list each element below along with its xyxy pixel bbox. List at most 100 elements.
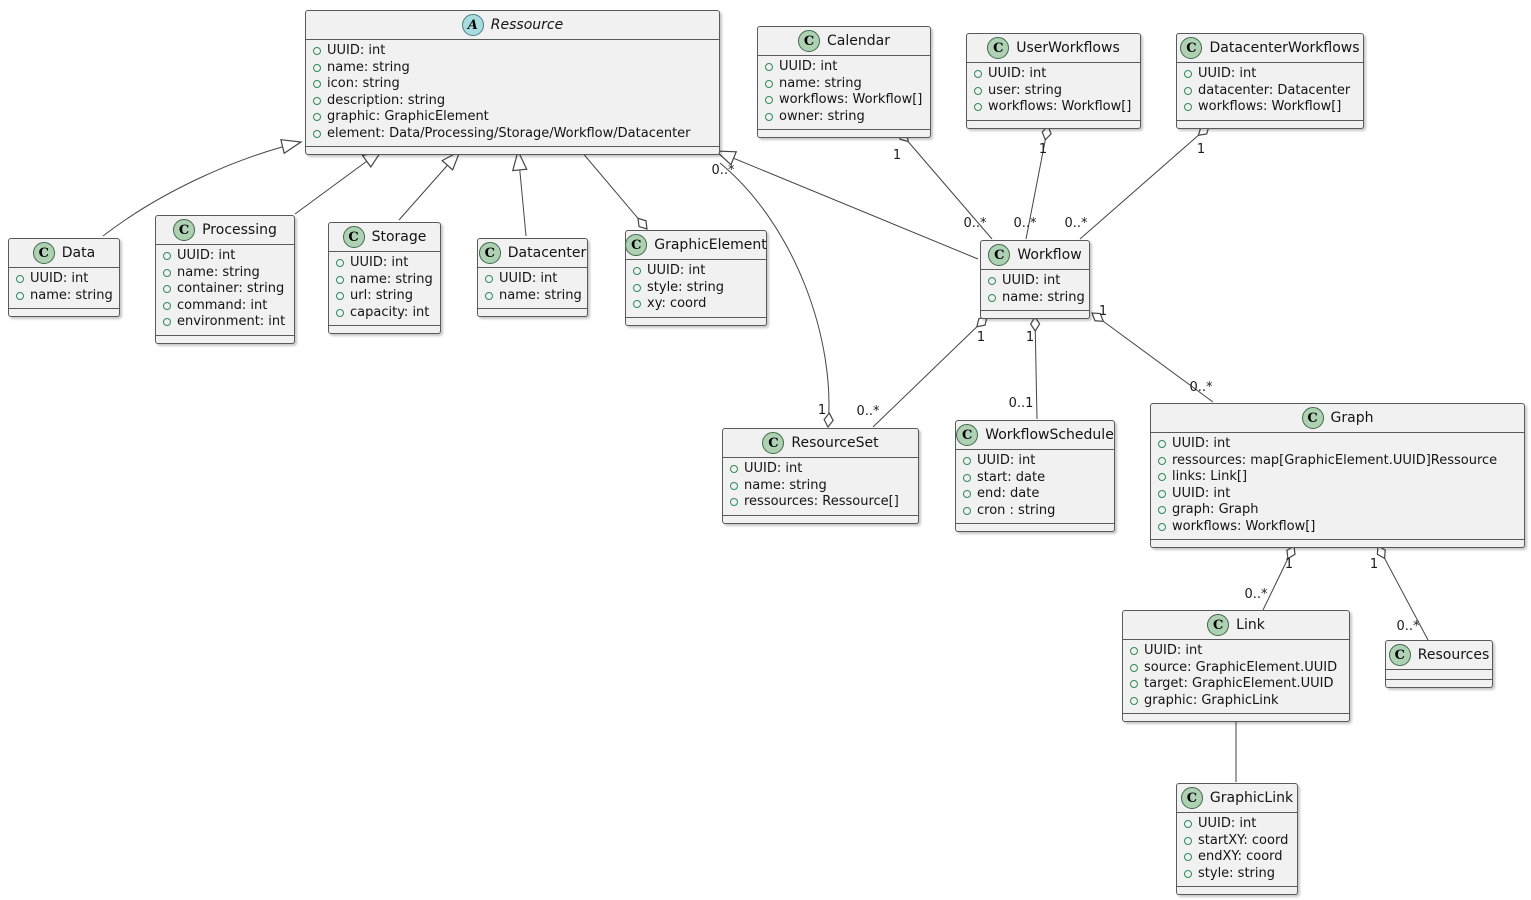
method-compartment bbox=[1386, 680, 1492, 687]
field-visibility-icon bbox=[163, 252, 171, 261]
attribute: UUID: int bbox=[1184, 66, 1356, 83]
attribute-text: command: int bbox=[177, 297, 268, 313]
attribute: workflows: Workflow[] bbox=[1184, 99, 1356, 116]
class-badge-icon: C bbox=[798, 30, 821, 52]
attribute-text: source: GraphicElement.UUID bbox=[1144, 659, 1338, 675]
attribute: style: string bbox=[633, 280, 759, 297]
multiplicity-label: 1 bbox=[1026, 330, 1034, 345]
attribute-text: UUID: int bbox=[350, 255, 409, 270]
attribute: ressources: map[GraphicElement.UUID]Ress… bbox=[1158, 453, 1517, 470]
multiplicity-label: 0..1 bbox=[1009, 396, 1034, 411]
field-visibility-icon bbox=[1130, 680, 1138, 689]
method-compartment bbox=[967, 121, 1140, 128]
edge-resourceset-ressource bbox=[719, 162, 834, 429]
field-visibility-icon bbox=[988, 277, 996, 286]
attribute-text: name: string bbox=[744, 477, 827, 493]
attribute-text: graphic: GraphicLink bbox=[1144, 692, 1279, 708]
field-visibility-icon bbox=[163, 318, 171, 327]
field-visibility-icon bbox=[633, 283, 641, 292]
multiplicity-label: 1 bbox=[1197, 142, 1205, 157]
attribute-text: UUID: int bbox=[1172, 485, 1231, 501]
attribute: UUID: int bbox=[988, 273, 1082, 290]
field-visibility-icon bbox=[1130, 663, 1138, 672]
attribute: graph: Graph bbox=[1158, 502, 1517, 519]
class-name: Calendar bbox=[827, 33, 890, 49]
multiplicity-label: 1 bbox=[1370, 557, 1378, 572]
attribute-text: ressources: Ressource[] bbox=[744, 494, 899, 509]
attribute: datacenter: Datacenter bbox=[1184, 83, 1356, 100]
attribute-text: startXY: coord bbox=[1198, 832, 1289, 848]
field-visibility-icon bbox=[313, 80, 321, 89]
attribute: UUID: int bbox=[1158, 436, 1517, 453]
attribute-text: capacity: int bbox=[350, 304, 430, 320]
edge-workflow-resourceset bbox=[872, 316, 988, 428]
class-badge-icon: C bbox=[1180, 787, 1203, 809]
edge-datacenter-to-ressource bbox=[512, 149, 528, 237]
attribute-text: owner: string bbox=[779, 108, 865, 124]
class-name: Link bbox=[1236, 617, 1265, 633]
field-visibility-icon bbox=[336, 259, 344, 268]
class-badge-icon: C bbox=[1301, 407, 1324, 429]
class-badge-icon: C bbox=[625, 234, 648, 256]
edge-graph-resources bbox=[1376, 545, 1429, 641]
field-visibility-icon bbox=[1184, 836, 1192, 845]
field-visibility-icon bbox=[1158, 489, 1166, 498]
attribute: description: string bbox=[313, 93, 712, 110]
field-visibility-icon bbox=[336, 292, 344, 301]
field-visibility-icon bbox=[1184, 869, 1192, 878]
attribute: capacity: int bbox=[336, 305, 433, 322]
attribute: UUID: int bbox=[1184, 816, 1290, 833]
field-visibility-icon bbox=[163, 268, 171, 277]
attribute-text: UUID: int bbox=[1198, 816, 1257, 831]
edge-workflow-workflowschedule bbox=[1029, 315, 1041, 420]
class-badge-icon: C bbox=[32, 242, 55, 264]
class-name: Workflow bbox=[1017, 247, 1082, 263]
abstract-badge-icon: A bbox=[461, 14, 484, 36]
field-visibility-icon bbox=[1184, 86, 1192, 95]
attribute-text: environment: int bbox=[177, 314, 286, 329]
attribute-text: user: string bbox=[988, 82, 1062, 98]
class-name: ResourceSet bbox=[791, 435, 879, 451]
field-visibility-icon bbox=[765, 63, 773, 72]
attribute: source: GraphicElement.UUID bbox=[1130, 660, 1342, 677]
attribute-text: UUID: int bbox=[744, 461, 803, 476]
class-name: Data bbox=[61, 245, 96, 261]
field-visibility-icon bbox=[1158, 506, 1166, 515]
attribute: name: string bbox=[313, 60, 712, 77]
attribute: name: string bbox=[336, 272, 433, 289]
attribute-text: name: string bbox=[499, 287, 582, 303]
attribute: container: string bbox=[163, 281, 287, 298]
method-compartment bbox=[156, 336, 294, 343]
field-visibility-icon bbox=[730, 481, 738, 490]
class-name: WorkflowSchedule bbox=[985, 427, 1114, 443]
attribute-text: end: date bbox=[977, 486, 1040, 501]
attribute-text: style: string bbox=[1198, 865, 1276, 881]
attribute: start: date bbox=[963, 470, 1107, 487]
attribute-text: name: string bbox=[1002, 289, 1085, 305]
field-visibility-icon bbox=[1158, 440, 1166, 449]
attribute-text: ressources: map[GraphicElement.UUID]Ress… bbox=[1172, 452, 1498, 468]
attribute-text: start: date bbox=[977, 469, 1046, 485]
attribute-text: workflows: Workflow[] bbox=[1198, 99, 1342, 114]
edge-workflow-graph bbox=[1091, 312, 1214, 403]
attribute-text: graph: Graph bbox=[1172, 502, 1259, 517]
